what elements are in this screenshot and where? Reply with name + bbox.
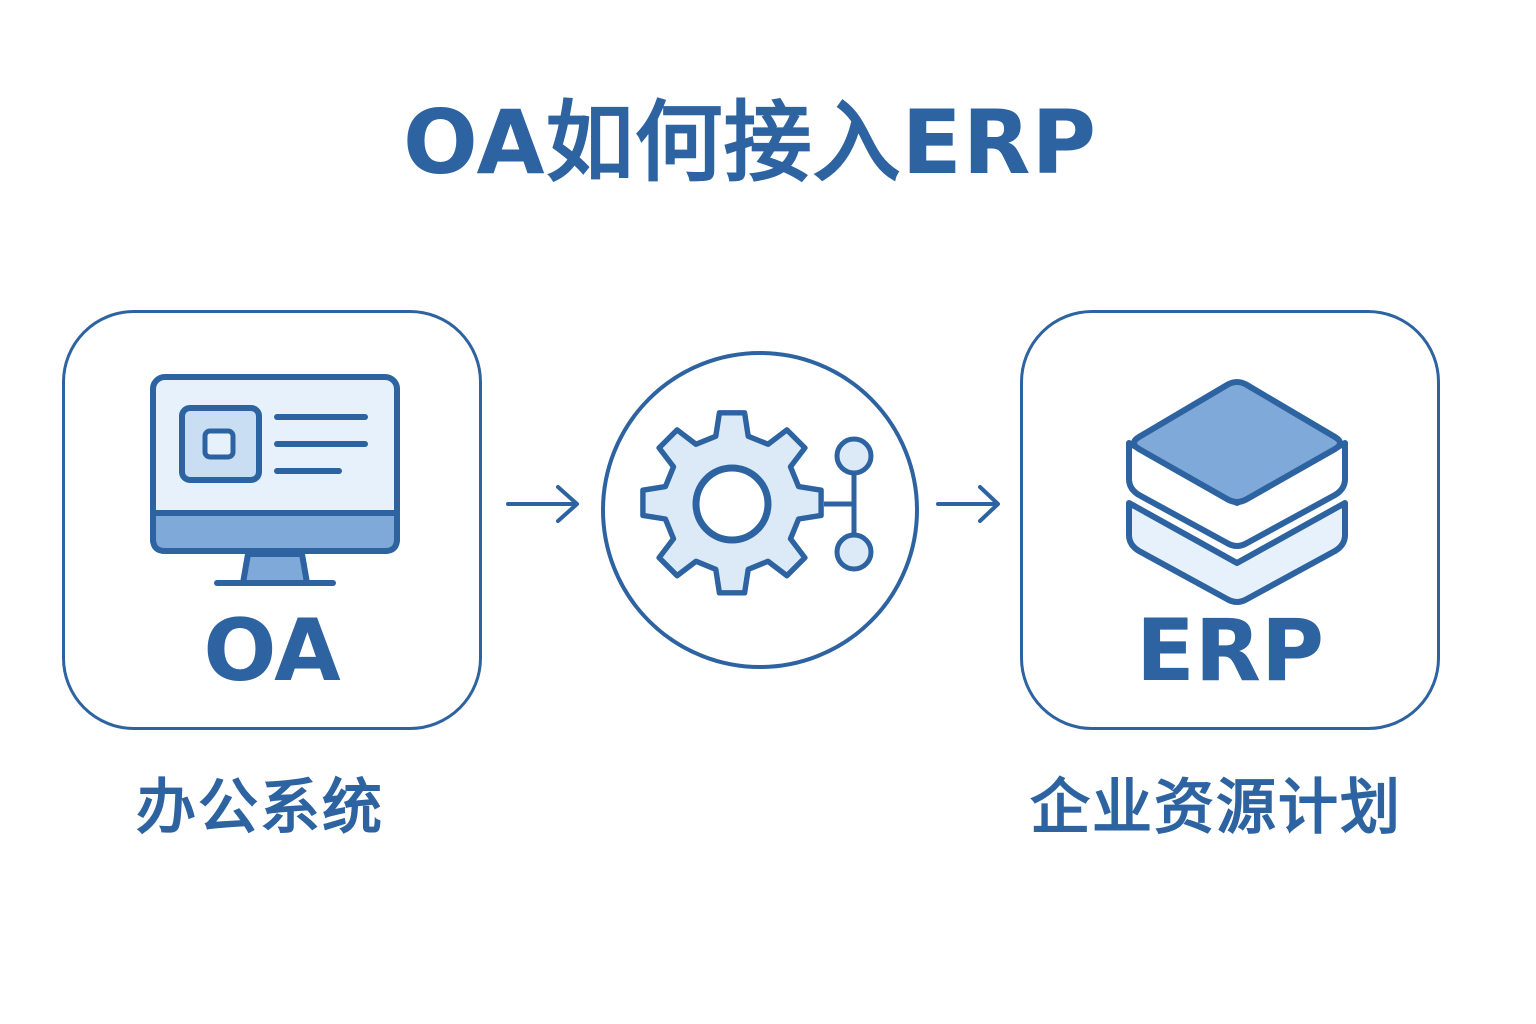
monitor-icon <box>150 374 400 586</box>
erp-label: ERP <box>1136 601 1324 701</box>
arrow-right-icon <box>506 485 579 523</box>
erp-node: ERP <box>1020 310 1440 730</box>
gear-connector-icon <box>601 351 919 669</box>
erp-caption: 企业资源计划 <box>1030 773 1402 843</box>
arrow-right-icon <box>936 485 1000 523</box>
database-layers-icon <box>1126 379 1348 605</box>
oa-label: OA <box>203 601 341 701</box>
oa-node: OA <box>62 310 482 730</box>
diagram-title: OA如何接入ERP <box>403 91 1097 194</box>
oa-caption: 办公系统 <box>136 773 384 843</box>
